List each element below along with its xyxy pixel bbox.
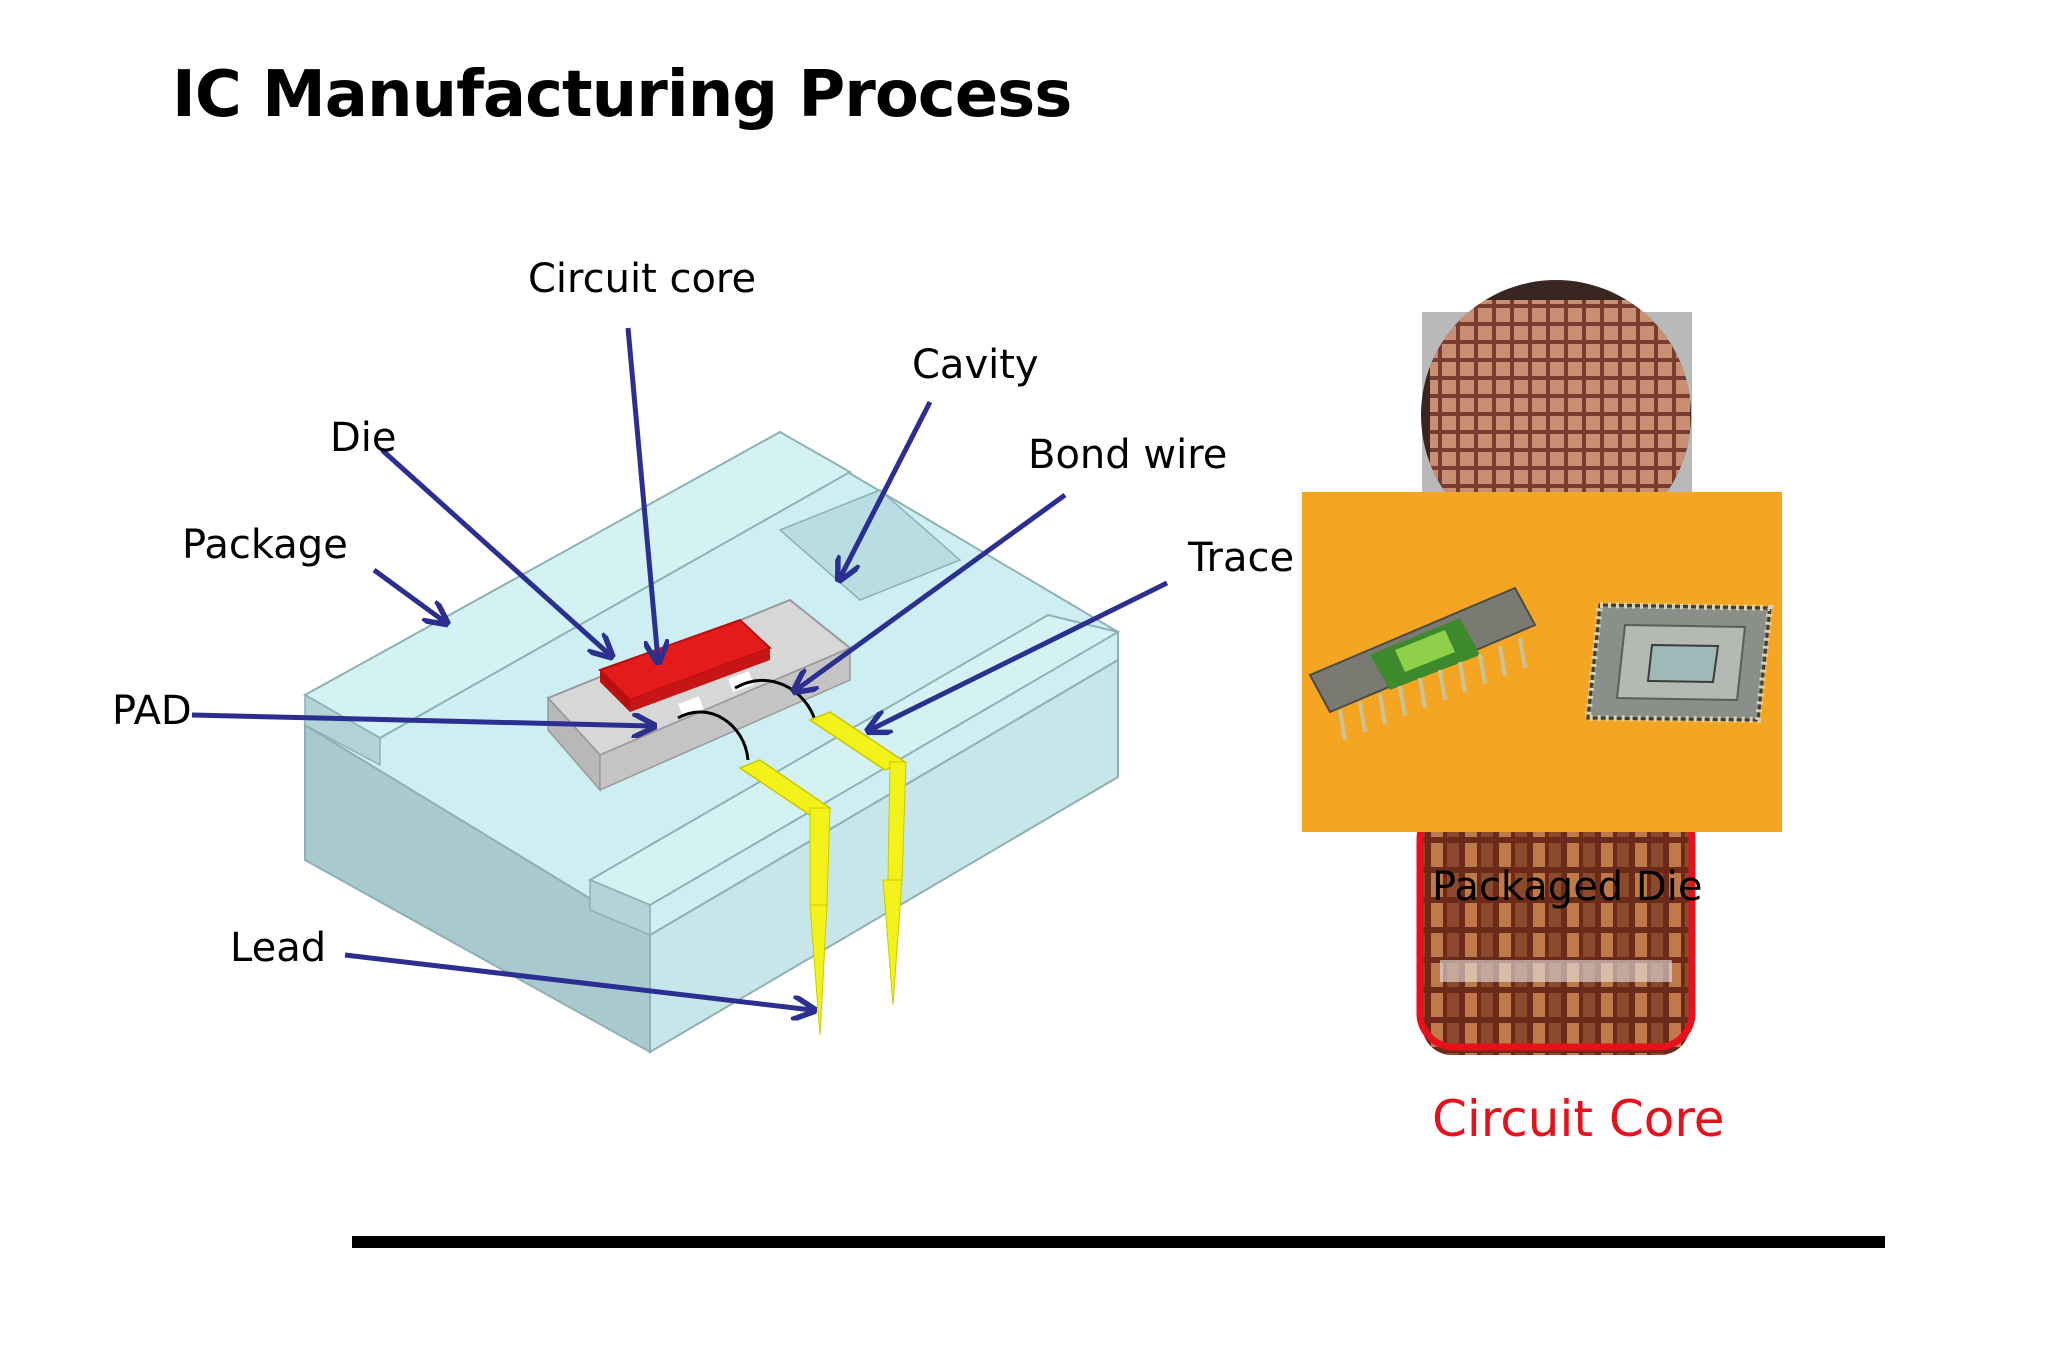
arrow-die	[380, 448, 610, 655]
die	[598, 618, 772, 712]
label-lead: Lead	[230, 925, 327, 971]
packaged-die-photo	[1302, 492, 1782, 832]
label-trace: Trace	[1188, 535, 1295, 581]
slide-title: IC Manufacturing Process	[172, 58, 1072, 132]
circuit-core-label: Circuit Core	[1432, 1090, 1725, 1148]
bottom-rule	[352, 1236, 1885, 1248]
arrow-package	[372, 567, 445, 622]
arrow-trace	[870, 580, 1169, 730]
circuit-core-image	[1416, 801, 1696, 1055]
arrow-cavity	[840, 400, 933, 578]
label-pad: PAD	[112, 688, 192, 734]
bond-wires	[677, 678, 817, 761]
package-body	[302, 430, 1121, 1054]
leads	[809, 761, 907, 1036]
label-cavity: Cavity	[912, 342, 1039, 388]
label-die: Die	[330, 415, 397, 461]
arrow-circuit-core	[625, 327, 658, 660]
arrow-lead	[344, 952, 812, 1010]
arrow-bond-wire	[796, 492, 1067, 690]
pga-chip-icon	[1584, 601, 1774, 724]
label-bond-wire: Bond wire	[1028, 432, 1228, 478]
packaged-die-label: Packaged Die	[1432, 864, 1703, 910]
label-package: Package	[182, 522, 348, 568]
dip-chip-icon	[1308, 586, 1537, 741]
label-circuit-core: Circuit core	[528, 256, 757, 302]
arrow-pad	[191, 712, 652, 726]
